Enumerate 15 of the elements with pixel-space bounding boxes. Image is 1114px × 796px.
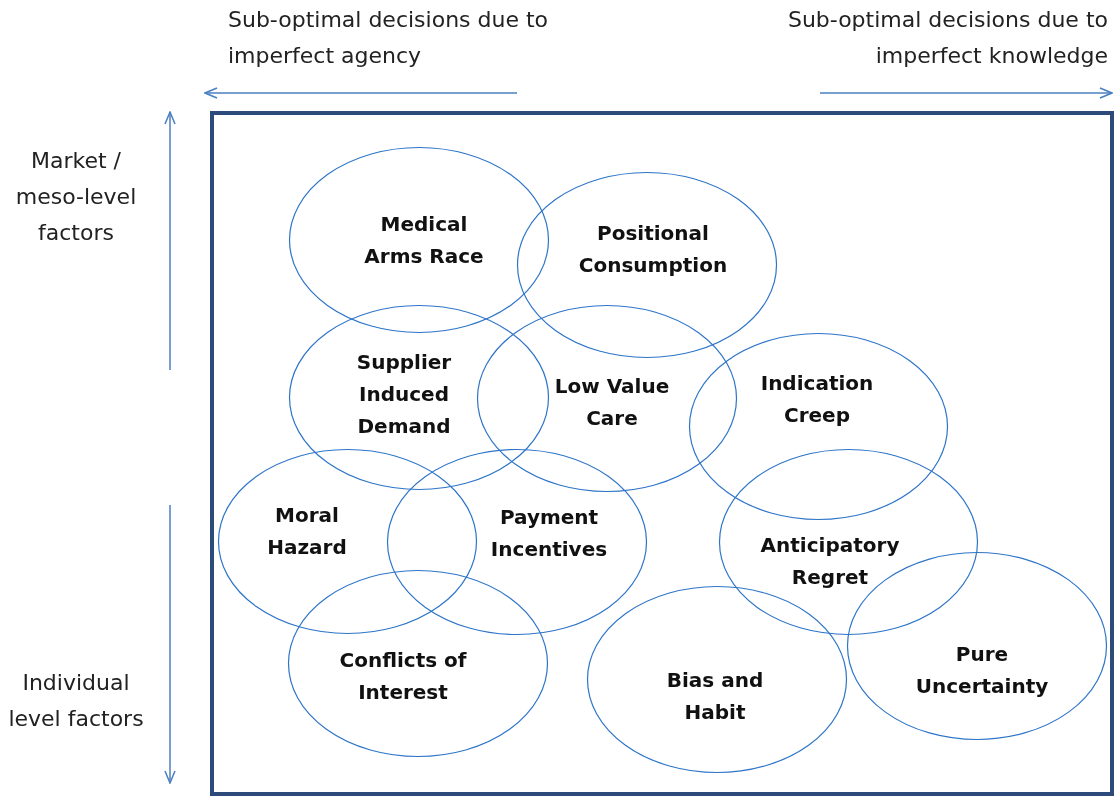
node-label: Anticipatory Regret	[759, 532, 901, 591]
node-label: Low Value Care	[553, 373, 671, 432]
axis-label: Market / meso-level factors	[14, 147, 138, 247]
node-label: Medical Arms Race	[363, 211, 485, 270]
axis-label: Sub-optimal decisions due to imperfect agency	[228, 6, 550, 70]
node-label: Payment Incentives	[489, 504, 609, 563]
node-label: Positional Consumption	[577, 220, 729, 279]
node-label: Moral Hazard	[266, 502, 348, 561]
node-label: Bias and Habit	[665, 667, 765, 726]
axis-label: Sub-optimal decisions due to imperfect knowledge	[786, 6, 1108, 70]
node-label: Conflicts of Interest	[338, 647, 468, 706]
node-label: Pure Uncertainty	[914, 641, 1050, 700]
node-label: Indication Creep	[759, 370, 875, 429]
axis-label: Individual level factors	[7, 669, 145, 733]
node-label: Supplier Induced Demand	[355, 349, 453, 440]
